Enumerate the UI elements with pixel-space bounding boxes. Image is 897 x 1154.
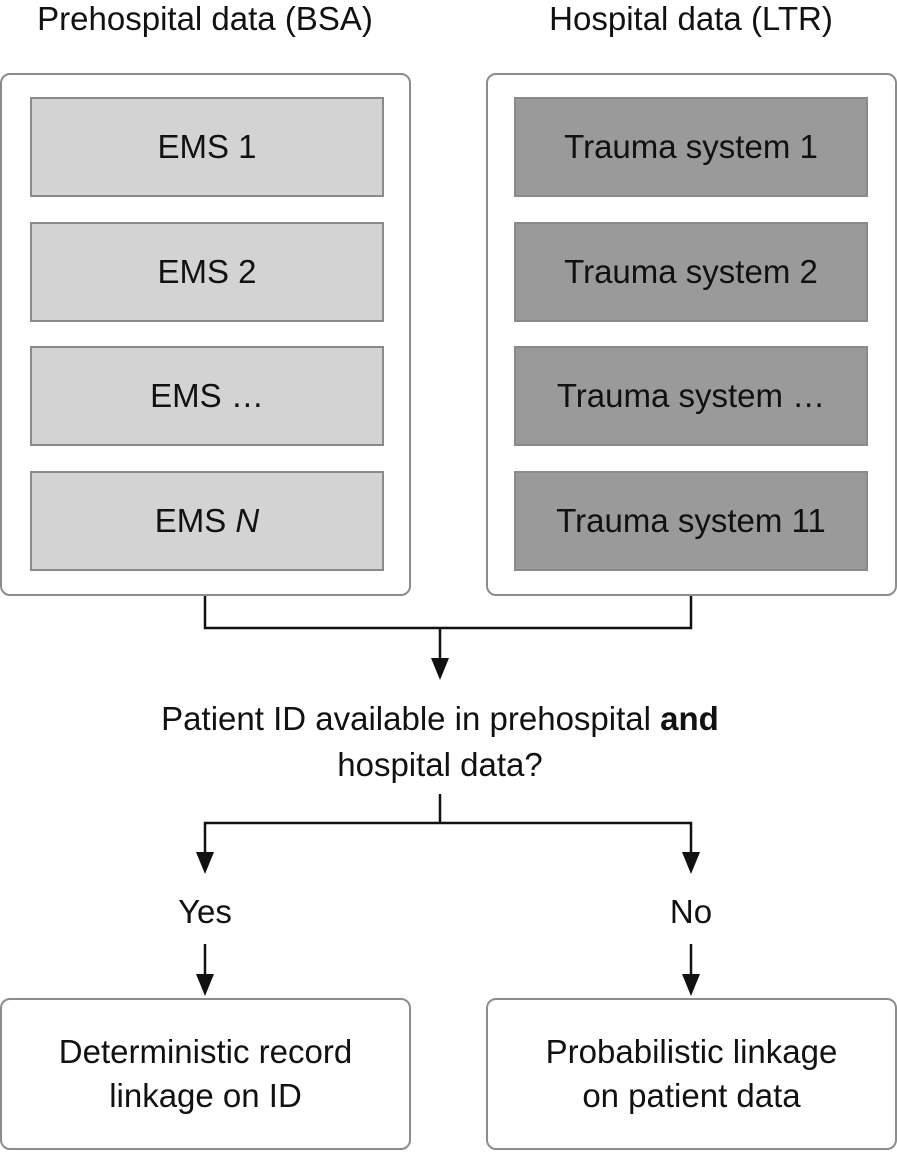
- trauma-system-ellipsis-box: Trauma system …: [514, 346, 868, 446]
- no-arrowhead: [682, 852, 700, 874]
- trauma-system-1-box: Trauma system 1: [514, 97, 868, 197]
- prehospital-column-title: Prehospital data (BSA): [37, 0, 373, 37]
- ems-ellipsis-label: EMS …: [150, 377, 264, 414]
- deterministic-line-1: Deterministic record: [58, 1033, 353, 1070]
- deterministic-linkage-box: Deterministic record linkage on ID: [0, 998, 411, 1150]
- ems-1-label: EMS 1: [157, 128, 257, 165]
- prehospital-group: EMS 1 EMS 2 EMS … EMS N: [0, 73, 411, 596]
- deterministic-line-2: linkage on ID: [109, 1077, 302, 1114]
- trauma-system-2-label: Trauma system 2: [564, 253, 818, 290]
- trauma-system-1-label: Trauma system 1: [564, 128, 818, 165]
- probabilistic-linkage-box: Probabilistic linkage on patient data: [486, 998, 897, 1150]
- ems-2-box: EMS 2: [30, 222, 384, 322]
- trauma-system-11-box: Trauma system 11: [514, 471, 868, 571]
- ems-1-box: EMS 1: [30, 97, 384, 197]
- probabilistic-line-2: on patient data: [582, 1077, 801, 1114]
- decision-question: Patient ID available in prehospital and …: [40, 696, 840, 788]
- question-line-2: hospital data?: [337, 746, 543, 783]
- hospital-column-title: Hospital data (LTR): [549, 0, 833, 37]
- ems-n-box: EMS N: [30, 471, 384, 571]
- ems-2-label: EMS 2: [157, 253, 257, 290]
- yes-result-arrowhead: [196, 974, 214, 996]
- ems-n-label: EMS: [154, 502, 236, 539]
- question-prefix: Patient ID available in prehospital: [161, 700, 661, 737]
- question-line-1: Patient ID available in prehospital and: [40, 696, 840, 742]
- trauma-system-ellipsis-label: Trauma system …: [556, 377, 826, 414]
- split-connector: [203, 794, 693, 856]
- question-arrowhead: [431, 658, 449, 680]
- yes-arrowhead: [196, 852, 214, 874]
- probabilistic-line-1: Probabilistic linkage: [545, 1033, 838, 1070]
- yes-answer-label: Yes: [178, 893, 232, 930]
- trauma-system-11-label: Trauma system 11: [556, 502, 826, 539]
- no-result-arrowhead: [682, 974, 700, 996]
- ems-ellipsis-box: EMS …: [30, 346, 384, 446]
- no-answer-label: No: [669, 893, 713, 930]
- hospital-group: Trauma system 1 Trauma system 2 Trauma s…: [486, 73, 897, 596]
- trauma-system-2-box: Trauma system 2: [514, 222, 868, 322]
- question-bold-and: and: [660, 700, 719, 737]
- ems-n-italic: N: [235, 502, 260, 539]
- merge-connector: [203, 596, 693, 664]
